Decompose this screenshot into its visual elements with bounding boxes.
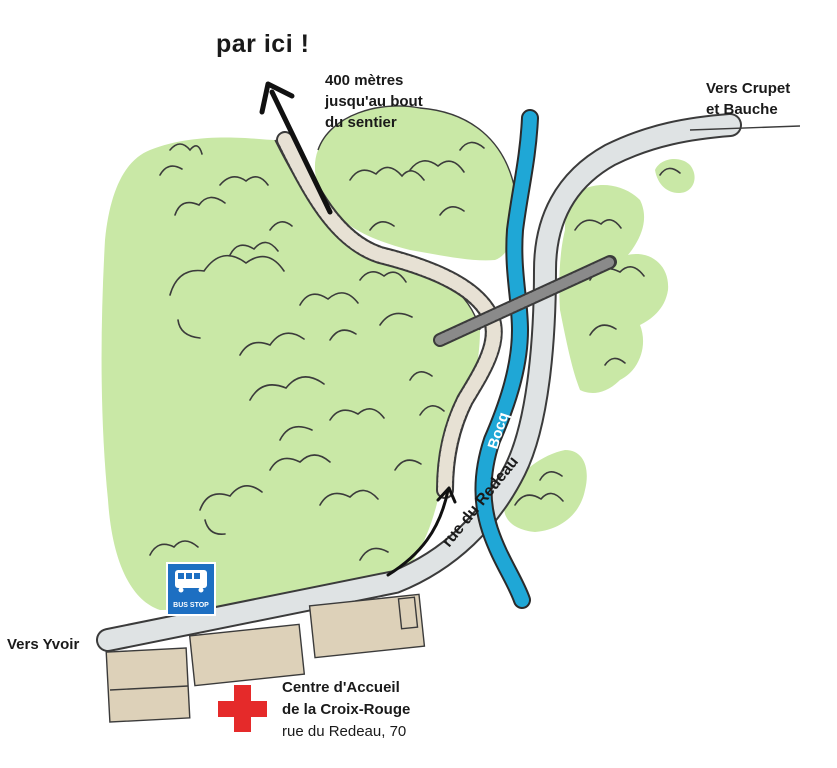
footbridge bbox=[433, 255, 617, 347]
bus-stop-sign: BUS STOP bbox=[166, 562, 216, 616]
trail-distance-note: 400 mètres jusqu'au bout du sentier bbox=[325, 70, 423, 133]
direction-northeast-line-2: et Bauche bbox=[706, 101, 778, 118]
bus-stop-label: BUS STOP bbox=[173, 602, 209, 609]
river bbox=[474, 109, 539, 609]
destination-name-line-1: Centre d'Accueil bbox=[282, 679, 400, 696]
destination-address: rue du Redeau, 70 bbox=[282, 723, 407, 740]
buildings bbox=[105, 593, 426, 723]
forest-right bbox=[559, 185, 669, 393]
trail-note-line-1: 400 mètres bbox=[325, 72, 404, 89]
headline: par ici ! bbox=[216, 30, 310, 58]
forest-lower-right bbox=[504, 450, 587, 532]
direction-west: Vers Yvoir bbox=[7, 636, 80, 653]
trail-note-line-2: jusqu'au bout bbox=[325, 93, 423, 110]
direction-northeast-line-1: Vers Crupet bbox=[706, 80, 791, 97]
red-cross-icon bbox=[218, 685, 267, 732]
forest-small-right bbox=[655, 158, 695, 194]
destination-name-line-2: de la Croix-Rouge bbox=[282, 701, 411, 718]
arrow-street-to-trail bbox=[386, 486, 457, 577]
trail-note-line-3: du sentier bbox=[325, 114, 397, 131]
trail bbox=[276, 131, 503, 499]
direction-northeast: Vers Crupet et Bauche bbox=[706, 78, 790, 120]
arrow-up-trail bbox=[259, 81, 333, 215]
river-label: Bocq bbox=[485, 410, 513, 451]
destination-block: Centre d'Accueil de la Croix-Rouge rue d… bbox=[282, 677, 410, 743]
